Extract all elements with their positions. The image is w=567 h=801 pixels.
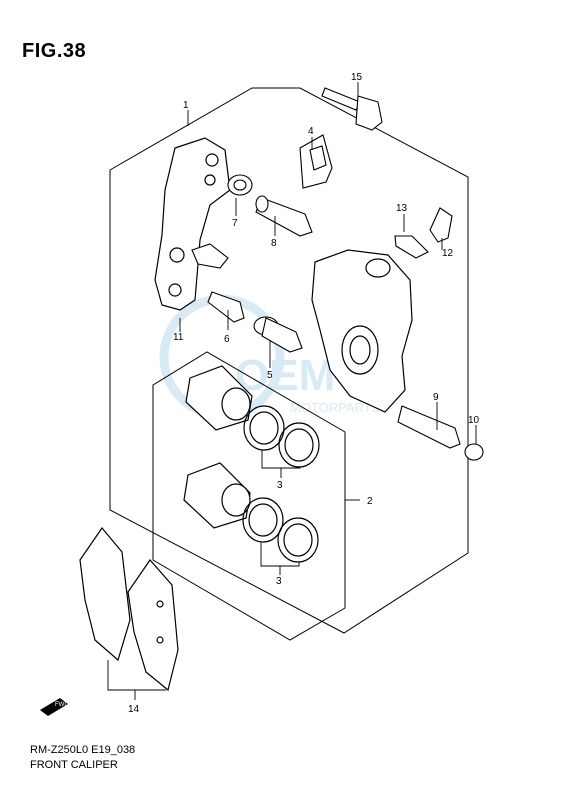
fwd-arrow: FWD bbox=[40, 698, 69, 716]
callouts: 1 2 3 3 4 5 6 7 8 9 10 11 12 13 14 15 bbox=[128, 72, 480, 715]
watermark-text: OEM bbox=[235, 351, 335, 400]
callout-15: 15 bbox=[351, 72, 363, 83]
callout-6: 6 bbox=[224, 334, 230, 345]
figure-code: RM-Z250L0 E19_038 bbox=[30, 744, 136, 756]
callout-3a: 3 bbox=[277, 480, 283, 491]
watermark-subtext: MOTORPARTS bbox=[290, 400, 381, 415]
caliper-body bbox=[311, 249, 413, 413]
assembly-outline bbox=[109, 87, 469, 634]
callout-9: 9 bbox=[433, 392, 439, 403]
callout-4: 4 bbox=[308, 126, 314, 137]
brake-pad-right bbox=[127, 559, 179, 692]
callout-1: 1 bbox=[183, 100, 189, 111]
callout-2: 2 bbox=[367, 496, 373, 507]
pad-clip bbox=[191, 243, 229, 269]
figure-title: FIG.38 bbox=[22, 40, 87, 62]
callout-3b: 3 bbox=[276, 576, 282, 587]
boot-7 bbox=[227, 174, 253, 196]
pin-8 bbox=[255, 195, 313, 237]
seal-kit-outline bbox=[152, 351, 346, 641]
plug-10 bbox=[464, 443, 484, 461]
leader-lines bbox=[107, 82, 477, 700]
callout-11: 11 bbox=[173, 332, 184, 343]
seal-lower bbox=[242, 497, 319, 563]
callout-5: 5 bbox=[267, 370, 273, 381]
callout-14: 14 bbox=[128, 704, 140, 715]
pad-spring bbox=[299, 134, 333, 189]
pin-9 bbox=[397, 405, 461, 449]
seal-upper bbox=[243, 405, 320, 468]
callout-13: 13 bbox=[396, 203, 408, 214]
boot-5 bbox=[253, 316, 303, 353]
piston-upper bbox=[185, 365, 253, 431]
caliper-bracket bbox=[154, 137, 231, 311]
callout-10: 10 bbox=[468, 415, 480, 426]
brake-pad-left bbox=[79, 527, 131, 662]
callout-8: 8 bbox=[271, 238, 277, 249]
piston-lower bbox=[183, 462, 251, 529]
callout-7: 7 bbox=[232, 218, 238, 229]
bolt-15 bbox=[321, 87, 383, 131]
pin-6 bbox=[207, 291, 245, 323]
figure-caption: FRONT CALIPER bbox=[30, 759, 118, 771]
clip-13 bbox=[394, 235, 429, 259]
bleeder-12 bbox=[429, 207, 453, 243]
fwd-label: FWD bbox=[55, 702, 69, 708]
callout-12: 12 bbox=[442, 248, 454, 259]
